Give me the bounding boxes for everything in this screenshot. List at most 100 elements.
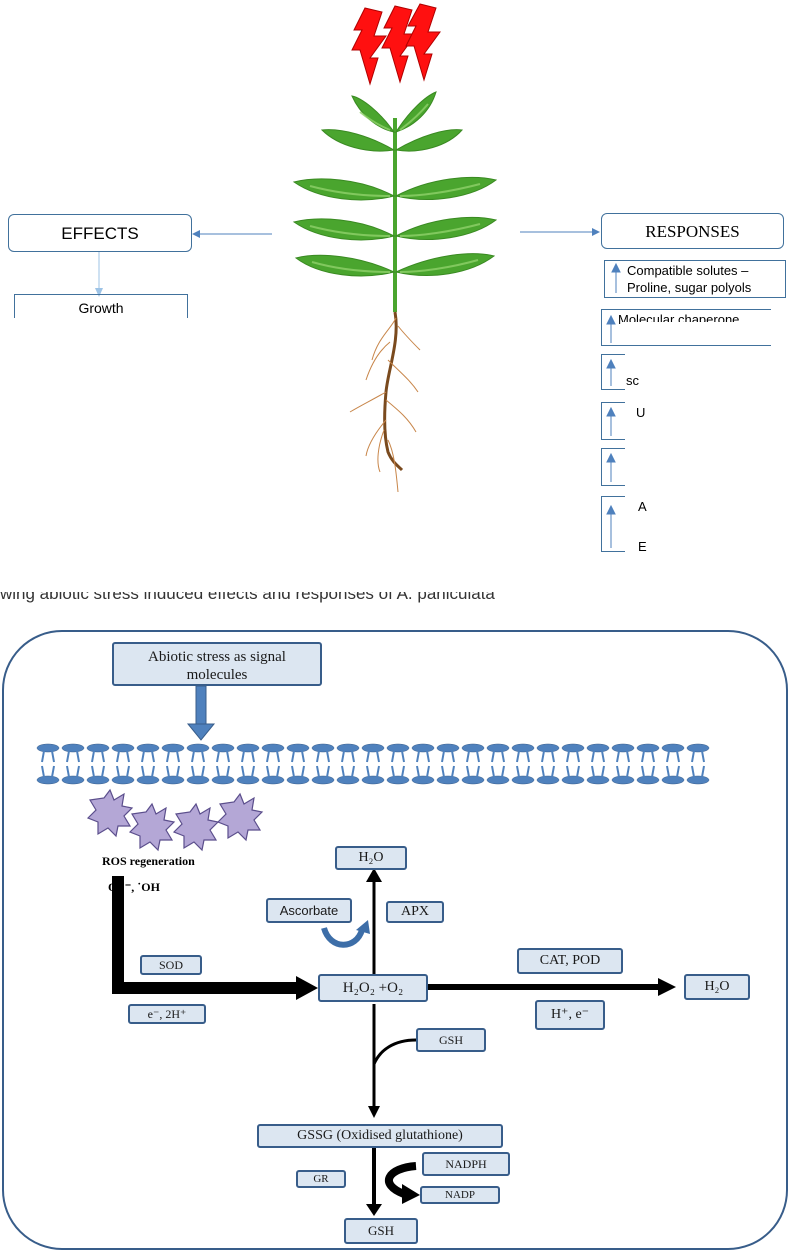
lightning-bolt-icon <box>381 5 417 84</box>
lipid-tail <box>416 765 430 778</box>
lipid-head <box>136 743 160 753</box>
lipid-tail <box>366 750 380 763</box>
response-item-chaperone-clipped: Molecular chaperone <box>601 309 771 346</box>
lipid-tail <box>616 765 630 778</box>
lipid-tail <box>566 750 580 763</box>
lipid-tail <box>191 750 205 763</box>
lipid-tail <box>91 750 105 763</box>
ros-molecule-icon <box>86 788 134 838</box>
lipid-tail <box>191 765 205 778</box>
lipid-tail <box>316 750 330 763</box>
response-item-3-clipped: sc <box>601 354 639 390</box>
ros-regeneration-label: ROS regeneration <box>102 854 195 868</box>
gsh-side-box: GSH <box>416 1028 486 1052</box>
lipid-head <box>186 743 210 753</box>
lipid-tail <box>566 765 580 778</box>
lipid-head <box>261 775 285 785</box>
lipid-tail <box>641 750 655 763</box>
lipid-tail <box>41 750 55 763</box>
lipid-head <box>236 775 260 785</box>
lipid-head <box>236 743 260 753</box>
lipid-tail <box>341 765 355 778</box>
radicals-label: O₂˙⁻, ˙OH <box>108 880 160 894</box>
lipid-head <box>586 743 610 753</box>
lipid-head <box>511 775 535 785</box>
ros-molecule-icon <box>172 802 220 852</box>
lipid-tail <box>516 765 530 778</box>
lipid-tail <box>241 750 255 763</box>
lipid-head <box>36 775 60 785</box>
electrons-box: e⁻, 2H⁺ <box>128 1004 206 1024</box>
lipid-head <box>486 743 510 753</box>
pathway-frame <box>2 630 788 1250</box>
caption-clipped: wing abiotic stress induced effects and … <box>0 592 495 603</box>
response-item-5-clipped <box>601 448 625 486</box>
lipid-head <box>636 775 660 785</box>
lipid-tail <box>341 750 355 763</box>
lipid-head <box>161 743 185 753</box>
h2o-right-box: H₂O <box>684 974 750 1000</box>
lipid-tail <box>216 765 230 778</box>
lipid-head <box>336 775 360 785</box>
lipid-head <box>111 743 135 753</box>
effects-item-growth-clipped: Growth <box>14 294 188 318</box>
lipid-head <box>536 775 560 785</box>
lipid-head <box>536 743 560 753</box>
lipid-tail <box>41 765 55 778</box>
lipid-head <box>686 743 710 753</box>
gr-box: GR <box>296 1170 346 1188</box>
lipid-tail <box>141 750 155 763</box>
lipid-head <box>111 775 135 785</box>
lipid-tail <box>66 750 80 763</box>
lipid-tail <box>241 765 255 778</box>
lipid-head <box>61 743 85 753</box>
h-e-box: H⁺, e⁻ <box>535 1000 605 1030</box>
lipid-head <box>636 743 660 753</box>
lipid-head <box>86 743 110 753</box>
lipid-tail <box>291 765 305 778</box>
lipid-head <box>436 775 460 785</box>
lipid-head <box>186 775 210 785</box>
lipid-head <box>611 743 635 753</box>
lipid-tail <box>141 765 155 778</box>
lipid-tail <box>291 750 305 763</box>
response-item-compatible-solutes: Compatible solutes – Proline, sugar poly… <box>604 260 786 298</box>
h2o2-o2-box: H₂O₂ +O₂ <box>318 974 428 1002</box>
lipid-tail <box>516 750 530 763</box>
lipid-tail <box>641 765 655 778</box>
lipid-tail <box>541 750 555 763</box>
lipid-head <box>611 775 635 785</box>
lipid-head <box>686 775 710 785</box>
lipid-tail <box>591 750 605 763</box>
ros-molecule-icon <box>128 802 176 852</box>
lipid-tail <box>441 750 455 763</box>
lipid-tail <box>491 750 505 763</box>
cat-pod-box: CAT, POD <box>517 948 623 974</box>
nadph-box: NADPH <box>422 1152 510 1176</box>
lipid-head <box>336 743 360 753</box>
lipid-tail <box>466 765 480 778</box>
lipid-tail <box>666 750 680 763</box>
ascorbate-box: Ascorbate <box>266 898 352 923</box>
lipid-head <box>561 775 585 785</box>
lipid-tail <box>691 750 705 763</box>
effects-label: EFFECTS <box>61 224 139 243</box>
response-item-6-clipped: A E <box>601 496 647 554</box>
lipid-head <box>411 743 435 753</box>
lipid-head <box>661 743 685 753</box>
lipid-tail <box>216 750 230 763</box>
lipid-head <box>161 775 185 785</box>
lipid-head <box>311 775 335 785</box>
h2o-top-box: H₂O <box>335 846 407 870</box>
lipid-tail <box>116 750 130 763</box>
lipid-head <box>586 775 610 785</box>
lipid-head <box>286 775 310 785</box>
plant-illustration <box>95 3 621 548</box>
lightning-bolt-icon <box>351 7 387 86</box>
lipid-head <box>286 743 310 753</box>
sod-box: SOD <box>140 955 202 975</box>
lipid-head <box>561 743 585 753</box>
lightning-bolt-icon <box>405 3 441 82</box>
lipid-head <box>486 775 510 785</box>
